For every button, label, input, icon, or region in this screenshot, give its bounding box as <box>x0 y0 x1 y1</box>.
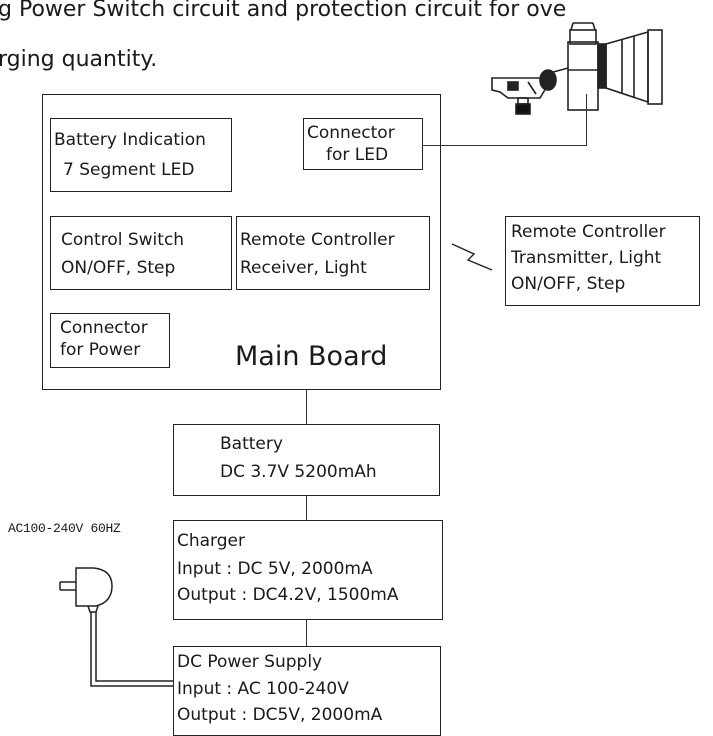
control-switch-box: Control Switch ON/OFF, Step <box>50 216 232 290</box>
connector-led-line2: for LED <box>326 145 389 165</box>
charger-line2: Input : DC 5V, 2000mA <box>177 559 373 579</box>
battery-line2: DC 3.7V 5200mAh <box>220 462 377 482</box>
main-board-label: Main Board <box>235 341 388 372</box>
charger-line1: Charger <box>177 531 245 551</box>
connector-power-line1: Connector <box>60 318 148 338</box>
remote-receiver-line2: Receiver, Light <box>240 258 367 278</box>
power-supply-line2: Input : AC 100-240V <box>177 679 349 699</box>
battery-box: Battery DC 3.7V 5200mAh <box>173 424 440 496</box>
battery-indication-box: Battery Indication 7 Segment LED <box>50 118 232 192</box>
connector-power-line2: for Power <box>60 340 141 360</box>
connector-power-box: Connector for Power <box>50 313 170 368</box>
led-wire-vertical <box>586 94 588 146</box>
led-lamp-icon <box>491 22 663 115</box>
remote-receiver-box: Remote Controller Receiver, Light <box>236 216 430 290</box>
wireless-signal-icon <box>451 243 493 271</box>
intro-text-line1: g Power Switch circuit and protection ci… <box>0 0 567 22</box>
ac-input-label: AC100-240V 60HZ <box>8 521 121 536</box>
remote-transmitter-box: Remote Controller Transmitter, Light ON/… <box>505 216 700 306</box>
charger-supply-wire <box>306 620 308 646</box>
remote-transmitter-line1: Remote Controller <box>511 222 666 242</box>
led-wire-horizontal <box>423 145 587 147</box>
board-battery-wire <box>306 390 308 424</box>
charger-line3: Output : DC4.2V, 1500mA <box>177 585 399 605</box>
power-supply-line3: Output : DC5V, 2000mA <box>177 705 383 725</box>
battery-charger-wire <box>306 496 308 520</box>
power-supply-line1: DC Power Supply <box>177 652 323 672</box>
remote-transmitter-line2: Transmitter, Light <box>511 248 662 268</box>
ac-plug-icon <box>59 567 173 687</box>
battery-line1: Battery <box>220 434 283 454</box>
connector-led-line1: Connector <box>307 123 395 143</box>
charger-box: Charger Input : DC 5V, 2000mA Output : D… <box>173 520 443 620</box>
remote-transmitter-line3: ON/OFF, Step <box>511 274 626 294</box>
control-switch-line1: Control Switch <box>61 230 185 250</box>
power-supply-box: DC Power Supply Input : AC 100-240V Outp… <box>173 646 441 736</box>
battery-indication-line1: Battery Indication <box>54 130 206 150</box>
connector-led-box: Connector for LED <box>303 118 423 170</box>
remote-receiver-line1: Remote Controller <box>240 230 395 250</box>
intro-text-line2: rging quantity. <box>0 47 158 72</box>
control-switch-line2: ON/OFF, Step <box>61 258 176 278</box>
battery-indication-line2: 7 Segment LED <box>63 160 195 180</box>
